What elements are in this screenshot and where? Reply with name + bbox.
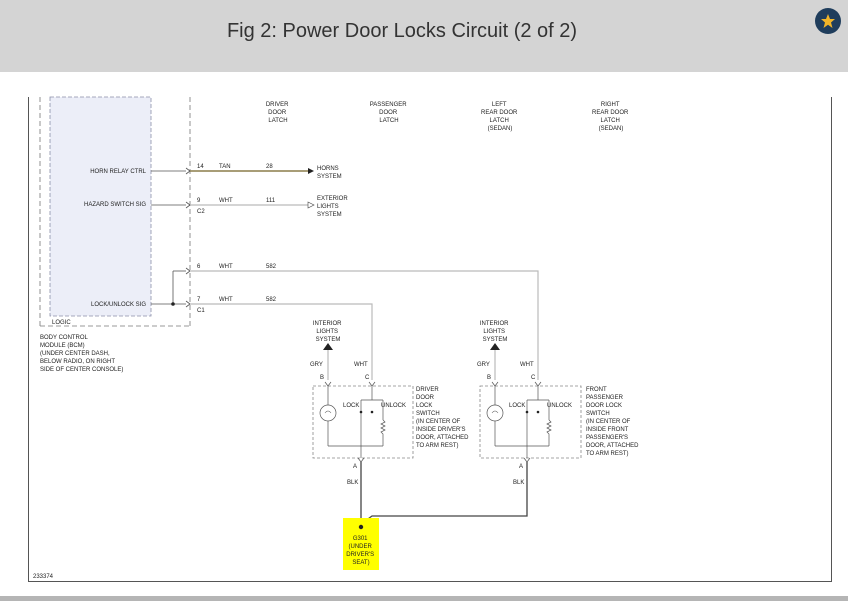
driver-pin-c: C <box>365 375 370 381</box>
passenger-interior-arrow <box>490 343 500 350</box>
col-driver: DRIVER DOOR LATCH <box>266 102 290 124</box>
col-passenger: PASSENGER DOOR LATCH <box>370 102 409 124</box>
diagram-frame <box>28 97 832 582</box>
passenger-wire-c: WHT <box>520 362 534 368</box>
driver-lock-contact-dot <box>359 410 363 414</box>
hazard-wire-color: WHT <box>219 198 233 204</box>
col-right-rear: RIGHT REAR DOOR LATCH (SEDAN) <box>592 102 630 132</box>
lock-b-wht-wire <box>190 303 373 380</box>
driver-interior-lights: INTERIOR LIGHTS SYSTEM <box>313 321 343 343</box>
passenger-pin-c: C <box>531 375 536 381</box>
passenger-common-contact-dot <box>536 410 540 414</box>
passenger-ground-wire: BLK <box>513 480 524 486</box>
driver-unlock-label: UNLOCK <box>381 403 406 409</box>
hazard-circuit: 111 <box>266 198 276 204</box>
driver-pin-c-terminal <box>368 381 376 387</box>
driver-pin-a: A <box>353 464 357 470</box>
passenger-switch-description: FRONT PASSENGER DOOR LOCK SWITCH (IN CEN… <box>586 387 640 457</box>
lock-b-connector: C1 <box>197 308 205 314</box>
lock-splice-dot <box>171 302 175 306</box>
ground-point <box>358 524 364 530</box>
hazard-connector-pin <box>185 201 191 209</box>
passenger-resistor <box>546 419 552 446</box>
lock-a-wire-color: WHT <box>219 264 233 270</box>
passenger-blk-wire <box>360 462 528 525</box>
hazard-connector: C2 <box>197 209 205 215</box>
lock-b-wire-color: WHT <box>219 297 233 303</box>
bottom-scroll-bar <box>0 596 848 601</box>
hazard-arrow <box>307 201 315 209</box>
passenger-pin-a: A <box>519 464 523 470</box>
page-header: Fig 2: Power Door Locks Circuit (2 of 2) <box>0 0 848 72</box>
figure-title: Fig 2: Power Door Locks Circuit (2 of 2) <box>226 20 578 42</box>
signal-horn-relay: HORN RELAY CTRL <box>90 169 146 175</box>
passenger-pin-b-terminal <box>491 381 499 387</box>
driver-lock-label: LOCK <box>343 403 359 409</box>
driver-pin-a-terminal <box>357 457 365 463</box>
passenger-lamp-filament <box>491 410 499 414</box>
horn-connector-pin <box>185 167 191 175</box>
signal-lock-unlock: LOCK/UNLOCK SIG <box>91 302 146 308</box>
passenger-unlock-label: UNLOCK <box>547 403 572 409</box>
passenger-pin-b: B <box>487 375 491 381</box>
horn-circuit: 28 <box>266 164 273 170</box>
lock-b-circuit: 582 <box>266 297 277 303</box>
hazard-destination: EXTERIOR LIGHTS SYSTEM <box>317 196 349 218</box>
passenger-pin-a-terminal <box>523 457 531 463</box>
ground-label: G301 (UNDER DRIVER'S SEAT) <box>346 536 376 566</box>
figure-id: 233374 <box>33 574 54 580</box>
driver-resistor <box>380 419 386 446</box>
bcm-logic-label: LOGIC <box>52 320 71 326</box>
star-icon <box>821 14 835 28</box>
favorite-button[interactable] <box>815 8 841 34</box>
driver-lamp-filament <box>324 410 332 414</box>
col-left-rear: LEFT REAR DOOR LATCH (SEDAN) <box>481 102 519 132</box>
driver-interior-arrow <box>323 343 333 350</box>
driver-switch-description: DRIVER DOOR LOCK SWITCH (IN CENTER OF IN… <box>416 387 470 449</box>
driver-wire-c: WHT <box>354 362 368 368</box>
lock-a-wht-wire <box>190 270 539 380</box>
hazard-pin: 9 <box>197 198 201 204</box>
signal-hazard-switch: HAZARD SWITCH SIG <box>84 202 146 208</box>
horn-arrow <box>308 168 314 174</box>
driver-common-contact-dot <box>370 410 374 414</box>
passenger-lock-contact-dot <box>525 410 529 414</box>
driver-pin-b: B <box>320 375 324 381</box>
passenger-wire-b: GRY <box>477 362 490 368</box>
passenger-lock-label: LOCK <box>509 403 525 409</box>
bcm-logic-block <box>49 96 152 317</box>
lock-a-circuit: 582 <box>266 264 277 270</box>
passenger-interior-lights: INTERIOR LIGHTS SYSTEM <box>480 321 510 343</box>
bcm-description: BODY CONTROL MODULE (BCM) (UNDER CENTER … <box>40 335 123 373</box>
horn-destination: HORNS SYSTEM <box>317 166 342 180</box>
driver-ground-wire: BLK <box>347 480 358 486</box>
lock-b-pin: 7 <box>197 297 201 303</box>
passenger-pin-c-terminal <box>534 381 542 387</box>
lock-b-connector-pin <box>185 300 191 308</box>
driver-pin-b-terminal <box>324 381 332 387</box>
lock-a-pin: 6 <box>197 264 201 270</box>
driver-wire-b: GRY <box>310 362 323 368</box>
horn-wire-color: TAN <box>219 164 231 170</box>
horn-pin: 14 <box>197 164 204 170</box>
lock-a-connector-pin <box>185 267 191 275</box>
